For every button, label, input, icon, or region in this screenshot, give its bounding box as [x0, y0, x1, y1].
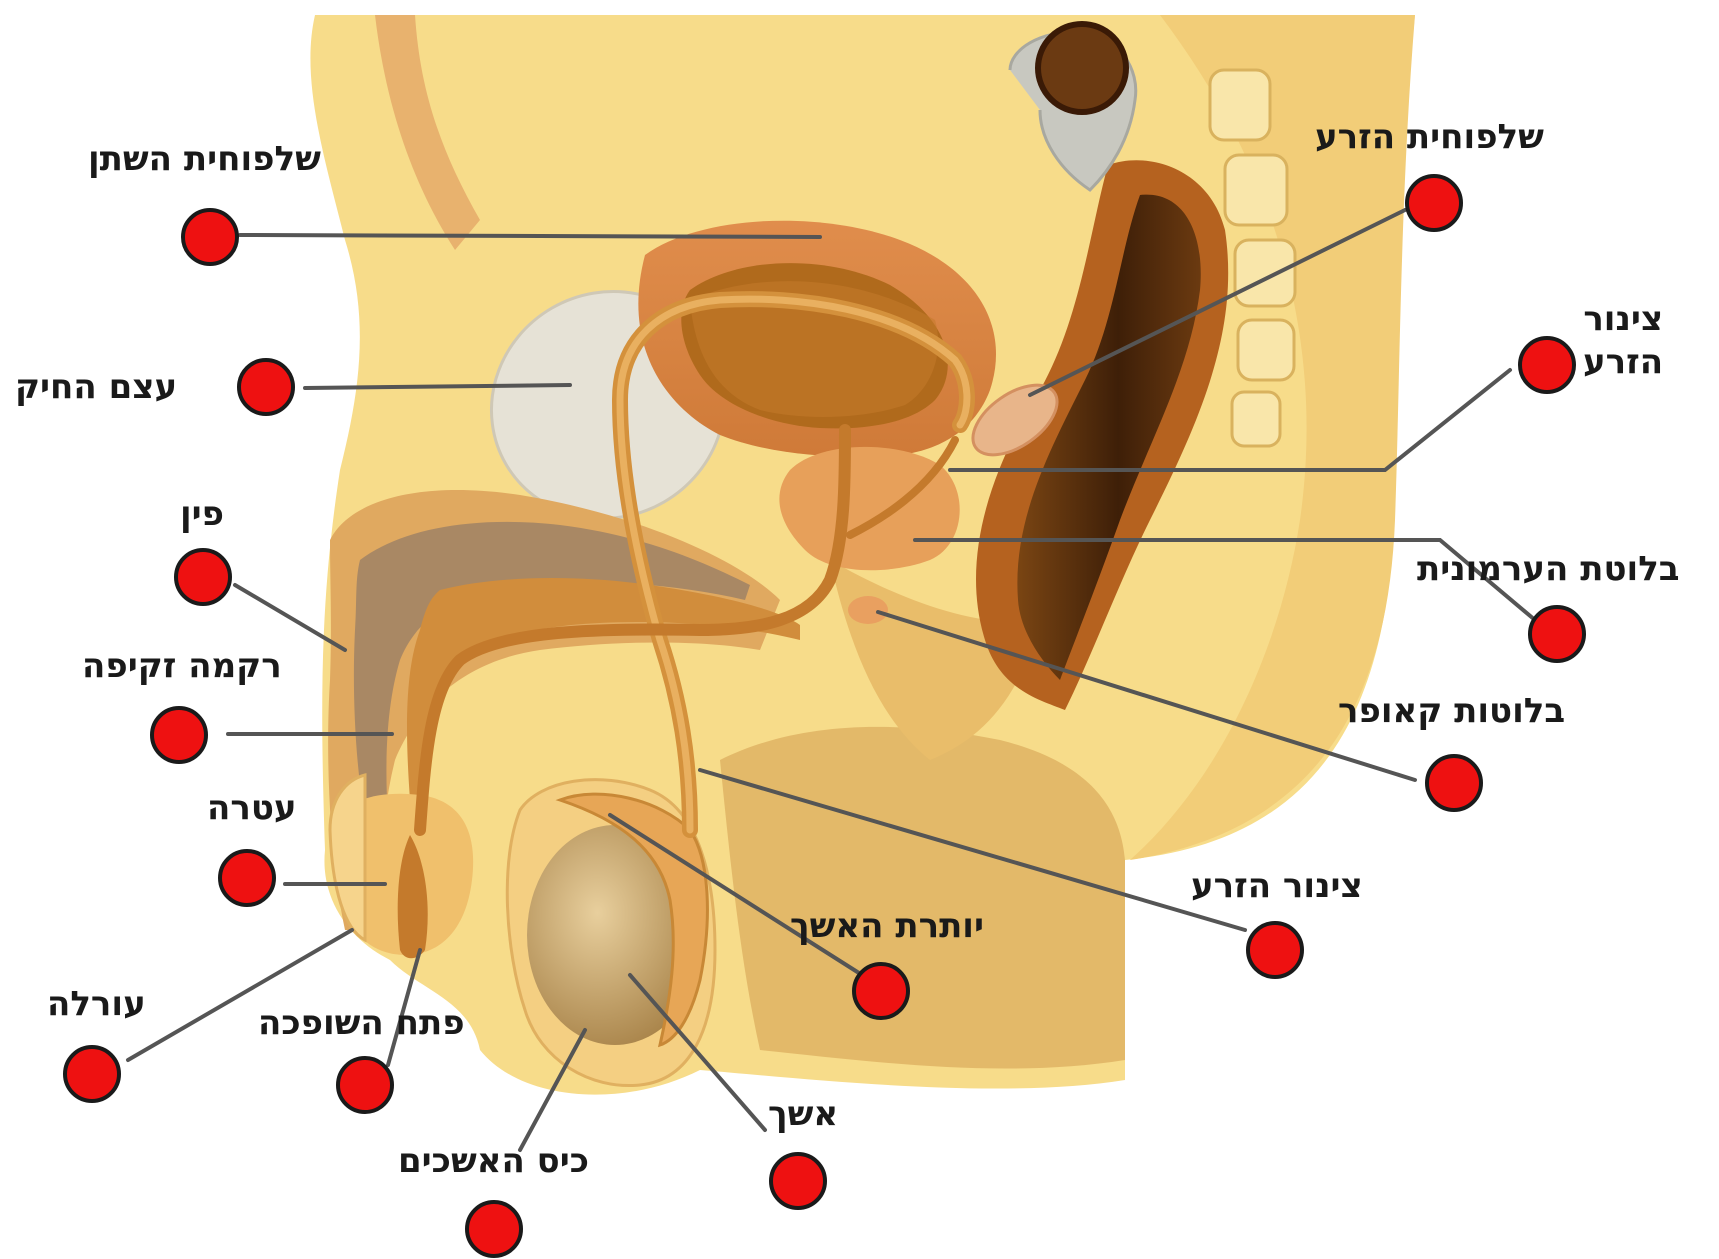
label-cowper-glands: בלוטות קאופר — [1338, 690, 1565, 733]
marker-epididymis[interactable] — [852, 962, 910, 1020]
marker-urethral-opening[interactable] — [336, 1056, 394, 1114]
label-testis: אשך — [768, 1093, 838, 1136]
foreskin-fold — [330, 775, 365, 940]
label-epididymis: יותרת האשך — [790, 905, 984, 948]
perineum — [720, 727, 1125, 1069]
marker-scrotum[interactable] — [465, 1200, 523, 1258]
label-seminal-vesicle: שלפוחית הזרע — [1315, 116, 1544, 159]
label-erectile-tissue: רקמה זקיפה — [82, 645, 282, 688]
marker-foreskin[interactable] — [63, 1045, 121, 1103]
marker-cowper-glands[interactable] — [1425, 754, 1483, 812]
label-vas-deferens-upper: צינור הזרע — [1583, 298, 1663, 383]
label-foreskin: עורלה — [47, 983, 146, 1026]
cowper-gland-shape — [848, 596, 888, 624]
leader-line-bladder — [240, 235, 820, 237]
label-penis: פין — [180, 493, 224, 536]
label-prostate: בלוטת הערמונית — [1417, 548, 1680, 591]
colon-lumen — [1038, 24, 1126, 112]
marker-glans[interactable] — [218, 849, 276, 907]
label-vas-deferens-lower: צינור הזרע — [1191, 865, 1363, 908]
marker-prostate[interactable] — [1528, 605, 1586, 663]
label-pubic-bone: עצם החיק — [15, 366, 177, 409]
marker-bladder[interactable] — [181, 208, 239, 266]
label-glans: עטרה — [207, 787, 297, 830]
marker-erectile-tissue[interactable] — [150, 706, 208, 764]
marker-vas-deferens-lower[interactable] — [1246, 921, 1304, 979]
label-bladder: שלפוחית השתן — [88, 138, 321, 181]
label-scrotum: כיס האשכים — [398, 1140, 589, 1183]
label-urethral-opening: פתח השופכה — [258, 1002, 465, 1045]
marker-testis[interactable] — [769, 1152, 827, 1210]
marker-seminal-vesicle[interactable] — [1405, 174, 1463, 232]
marker-vas-deferens-upper[interactable] — [1518, 336, 1576, 394]
marker-penis[interactable] — [174, 548, 232, 606]
marker-pubic-bone[interactable] — [237, 358, 295, 416]
